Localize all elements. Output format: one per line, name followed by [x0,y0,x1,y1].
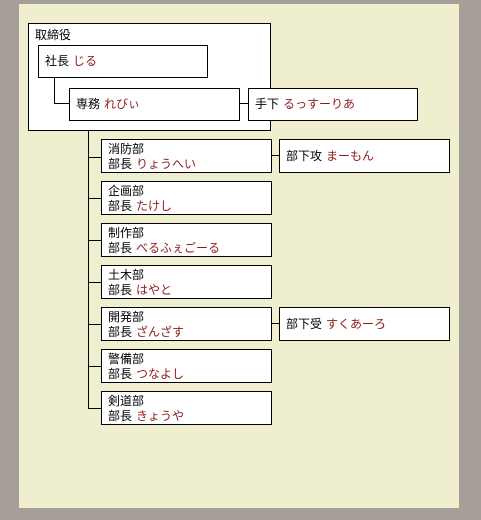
dept-box-3: 制作部 部長べるふぇごーる [101,223,272,257]
dept-head-name: つなよし [136,367,185,381]
connector-dept-4 [88,282,101,283]
subordinate-box-1: 部下攻まーもん [279,139,450,173]
connector-sub-1 [271,155,280,156]
connector-sub-2 [271,323,280,324]
dept-name: 企画部 [108,184,145,198]
connector-president-executive-v [54,78,55,103]
dept-box-6: 警備部 部長つなよし [101,349,272,383]
dept-box-2: 企画部 部長たけし [101,181,272,215]
board-label: 取締役 [35,28,72,42]
dept-head-name: はやと [136,283,173,297]
president-box: 社長じる [38,45,208,78]
dept-head-name: たけし [136,199,173,213]
executive-box: 専務れびぃ [69,88,240,121]
dept-head-name: べるふぇごーる [136,241,221,255]
dept-name: 制作部 [108,226,145,240]
executive-name: れびぃ [104,97,141,111]
assistant-name: るっすーりあ [283,97,356,111]
connector-dept-5 [88,324,101,325]
dept-box-7: 剣道部 部長きょうや [101,391,272,425]
assistant-box: 手下るっすーりあ [248,88,418,121]
subordinate-name: まーもん [326,148,375,163]
dept-head-title: 部長 [108,283,133,297]
dept-head-name: りょうへい [136,157,197,171]
dept-head-title: 部長 [108,367,133,381]
connector-president-executive-h [54,103,70,104]
subordinate-title: 部下受 [286,316,323,331]
department-spine [88,131,89,409]
connector-dept-6 [88,366,101,367]
president-name: じる [73,54,98,68]
dept-name: 土木部 [108,268,145,282]
dept-head-title: 部長 [108,157,133,171]
dept-head-name: きょうや [136,409,185,423]
connector-executive-assistant [240,103,248,104]
dept-box-1: 消防部 部長りょうへい [101,139,272,173]
dept-head-title: 部長 [108,241,133,255]
subordinate-title: 部下攻 [286,148,323,163]
dept-box-4: 土木部 部長はやと [101,265,272,299]
dept-head-title: 部長 [108,409,133,423]
connector-dept-3 [88,240,101,241]
dept-head-name: ざんざす [136,325,185,339]
connector-dept-2 [88,198,101,199]
dept-name: 消防部 [108,142,145,156]
connector-dept-1 [88,157,101,158]
assistant-title: 手下 [255,97,280,111]
subordinate-box-2: 部下受すくあーろ [279,307,450,341]
connector-dept-7 [88,408,101,409]
dept-name: 剣道部 [108,394,145,408]
dept-name: 警備部 [108,352,145,366]
dept-name: 開発部 [108,310,145,324]
dept-box-5: 開発部 部長ざんざす [101,307,272,341]
dept-head-title: 部長 [108,199,133,213]
president-title: 社長 [45,54,70,68]
dept-head-title: 部長 [108,325,133,339]
executive-title: 専務 [76,97,101,111]
subordinate-name: すくあーろ [326,316,387,331]
